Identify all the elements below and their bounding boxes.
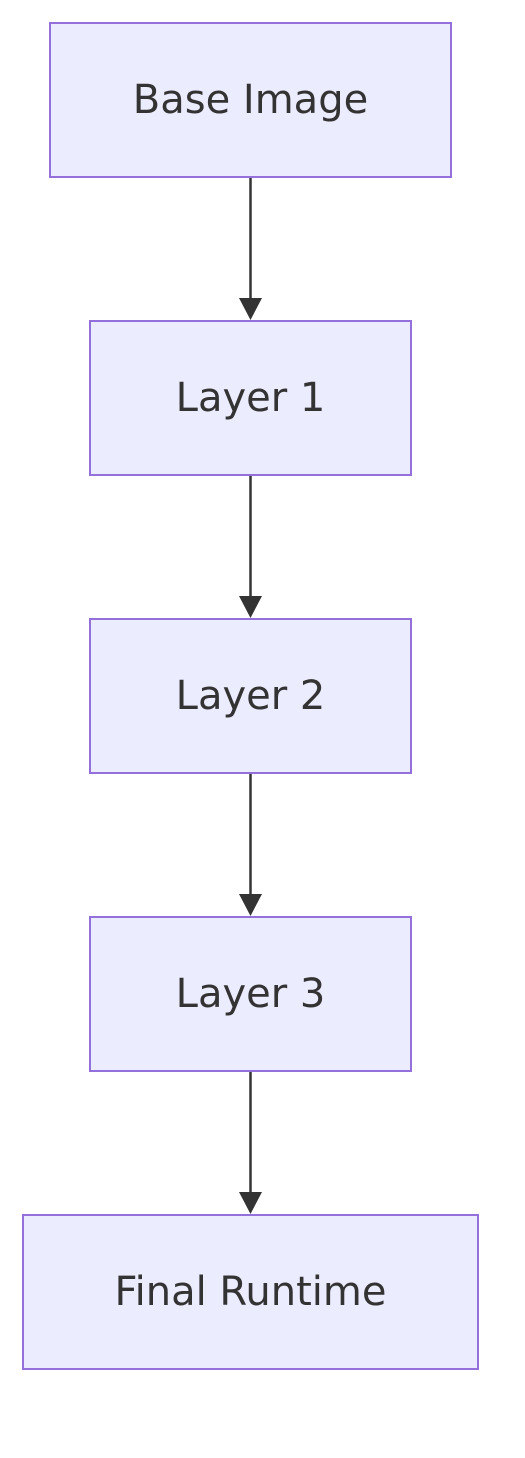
node-base-image: Base Image [49,22,452,178]
node-label: Layer 2 [175,673,326,719]
node-layer-2: Layer 2 [89,618,412,774]
node-label: Base Image [132,77,369,123]
arrowhead-icon [239,894,262,916]
edge-layer3-to-final [239,1072,262,1214]
node-label: Final Runtime [114,1269,387,1315]
arrowhead-icon [239,596,262,618]
node-label: Layer 1 [175,375,326,421]
node-layer-3: Layer 3 [89,916,412,1072]
edge-base-to-layer1 [239,178,262,320]
node-label: Layer 3 [175,971,326,1017]
edge-layer1-to-layer2 [239,476,262,618]
arrowhead-icon [239,298,262,320]
node-layer-1: Layer 1 [89,320,412,476]
arrowhead-icon [239,1192,262,1214]
node-final-runtime: Final Runtime [22,1214,479,1370]
edge-layer2-to-layer3 [239,774,262,916]
